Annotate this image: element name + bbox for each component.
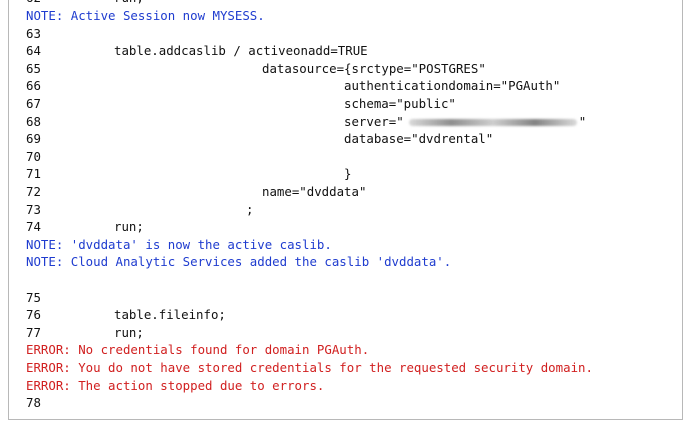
code-text: authenticationdomain="PGAuth" [344, 78, 561, 94]
line-number: 71 [26, 166, 41, 182]
code-line: 64 table.addcaslib / activeonadd=TRUE [9, 42, 682, 60]
note-message: NOTE: 'dvddata' is now the active caslib… [9, 236, 682, 254]
code-text: } [344, 166, 352, 182]
code-line: 77 run; [9, 324, 682, 342]
line-number: 62 [26, 0, 41, 7]
line-number: 69 [26, 131, 41, 147]
code-text: table.addcaslib / activeonadd=TRUE [114, 43, 368, 59]
code-line: 66 authenticationdomain="PGAuth" [9, 77, 682, 95]
note-text: NOTE: Cloud Analytic Services added the … [26, 254, 452, 270]
line-number: 63 [26, 25, 41, 41]
error-text: ERROR: No credentials found for domain P… [26, 342, 370, 358]
code-line: 74 run; [9, 218, 682, 236]
note-text: NOTE: Active Session now MYSESS. [26, 8, 265, 23]
line-number: 76 [26, 307, 41, 323]
code-text: table.fileinfo; [114, 307, 226, 323]
code-line: 76 table.fileinfo; [9, 306, 682, 324]
error-message: ERROR: The action stopped due to errors. [9, 377, 682, 395]
error-message: ERROR: No credentials found for domain P… [9, 341, 682, 359]
server-value-suffix: " [578, 113, 587, 129]
code-line: 72 name="dvddata" [9, 183, 682, 201]
line-number: 64 [26, 43, 41, 59]
code-line: 70 [9, 148, 682, 166]
line-number: 75 [26, 289, 41, 305]
code-line: 65 datasource={srctype="POSTGRES" [9, 60, 682, 78]
code-line: 67 schema="public" [9, 95, 682, 113]
code-line: 75 [9, 289, 682, 307]
line-number: 72 [26, 184, 41, 199]
code-line: 73; [9, 201, 682, 219]
clipped-top-log-line: 62 run; [9, 0, 682, 7]
note-text: NOTE: 'dvddata' is now the active caslib… [26, 236, 332, 252]
line-number: 68 [26, 113, 41, 129]
code-text: run; [114, 0, 144, 7]
line-number: 74 [26, 219, 41, 235]
line-number: 70 [26, 148, 41, 164]
note-message: NOTE: Active Session now MYSESS. [9, 7, 682, 25]
code-text: schema="public" [344, 96, 456, 111]
code-text: run; [114, 219, 144, 235]
blank-log-line [9, 271, 682, 289]
note-message: NOTE: Cloud Analytic Services added the … [9, 253, 682, 271]
line-number: 66 [26, 78, 41, 94]
code-text: ; [246, 201, 254, 217]
line-number: 73 [26, 201, 41, 217]
sas-log-panel[interactable]: 62run;NOTE: Active Session now MYSESS.63… [8, 0, 683, 420]
line-number: 67 [26, 96, 41, 111]
error-text: ERROR: You do not have stored credential… [26, 360, 593, 375]
server-value-prefix: server=" [344, 113, 404, 129]
line-number: 65 [26, 60, 41, 76]
code-line: 69 database="dvdrental" [9, 130, 682, 148]
code-text: name="dvddata" [262, 184, 367, 199]
error-text: ERROR: The action stopped due to errors. [26, 377, 325, 393]
code-text: database="dvdrental" [344, 131, 494, 147]
code-line: 78 [9, 394, 682, 412]
line-number: 77 [26, 324, 41, 340]
code-line: 63 [9, 25, 682, 43]
redacted-server-line: 68 server=" " [9, 113, 682, 131]
line-number: 78 [26, 395, 41, 411]
code-text: run; [114, 324, 144, 340]
redacted-server-value [408, 118, 577, 126]
code-line: 71} [9, 165, 682, 183]
code-text: server=" " [344, 113, 586, 131]
code-text: datasource={srctype="POSTGRES" [262, 60, 486, 76]
error-message: ERROR: You do not have stored credential… [9, 359, 682, 377]
